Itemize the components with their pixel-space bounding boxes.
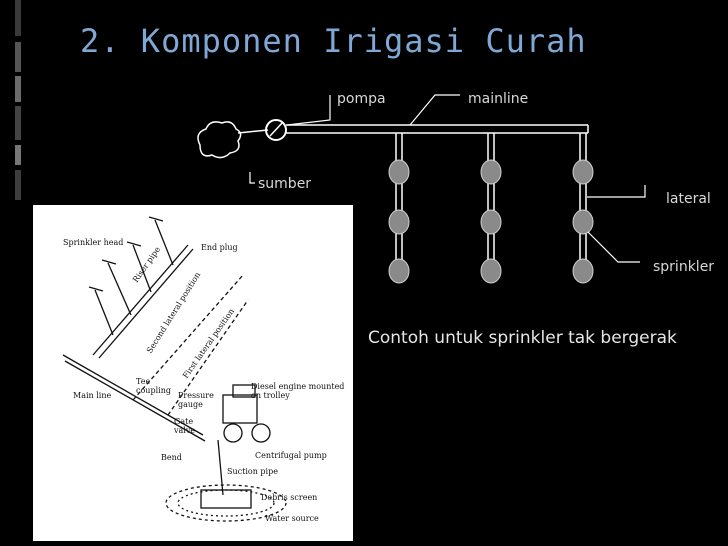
sketch-label-water-source: Water source: [265, 514, 319, 523]
label-lateral: lateral: [666, 191, 711, 207]
sketch-label-diesel-engine: Diesel engine mounted on trolley: [251, 382, 345, 400]
label-mainline: mainline: [468, 91, 529, 107]
diagram-caption: Contoh untuk sprinkler tak bergerak: [368, 328, 677, 348]
slide-title: 2. Komponen Irigasi Curah: [80, 22, 587, 60]
sketch-label-suction-pipe: Suction pipe: [227, 467, 278, 476]
pump-circle: [265, 119, 287, 141]
sketch-label-gate-valve: Gate valve: [174, 417, 196, 435]
sprinkler-system-sketch: Sprinkler head End plug Riser pipe Secon…: [33, 205, 353, 541]
sketch-label-sprinkler-head: Sprinkler head: [63, 238, 124, 247]
sketch-label-main-line: Main line: [73, 391, 112, 400]
label-sumber: sumber: [258, 176, 312, 192]
lateral-pipes: [395, 133, 587, 272]
label-pompa: pompa: [337, 91, 386, 107]
sketch-label-debris-screen: Debris screen: [261, 493, 318, 502]
sketch-drawing: [62, 216, 287, 522]
sketch-label-centrifugal-pump: Centrifugal pump: [255, 451, 327, 460]
sketch-label-end-plug: End plug: [201, 243, 238, 252]
sprinkler-heads: [388, 159, 594, 284]
sketch-label-pressure-gauge: Pressure gauge: [178, 391, 214, 409]
label-sprinkler: sprinkler: [653, 259, 715, 275]
sketch-label-bend: Bend: [161, 453, 182, 462]
water-source-cloud: [197, 121, 242, 159]
sketch-label-tee-coupling: Tee coupling: [136, 377, 171, 395]
